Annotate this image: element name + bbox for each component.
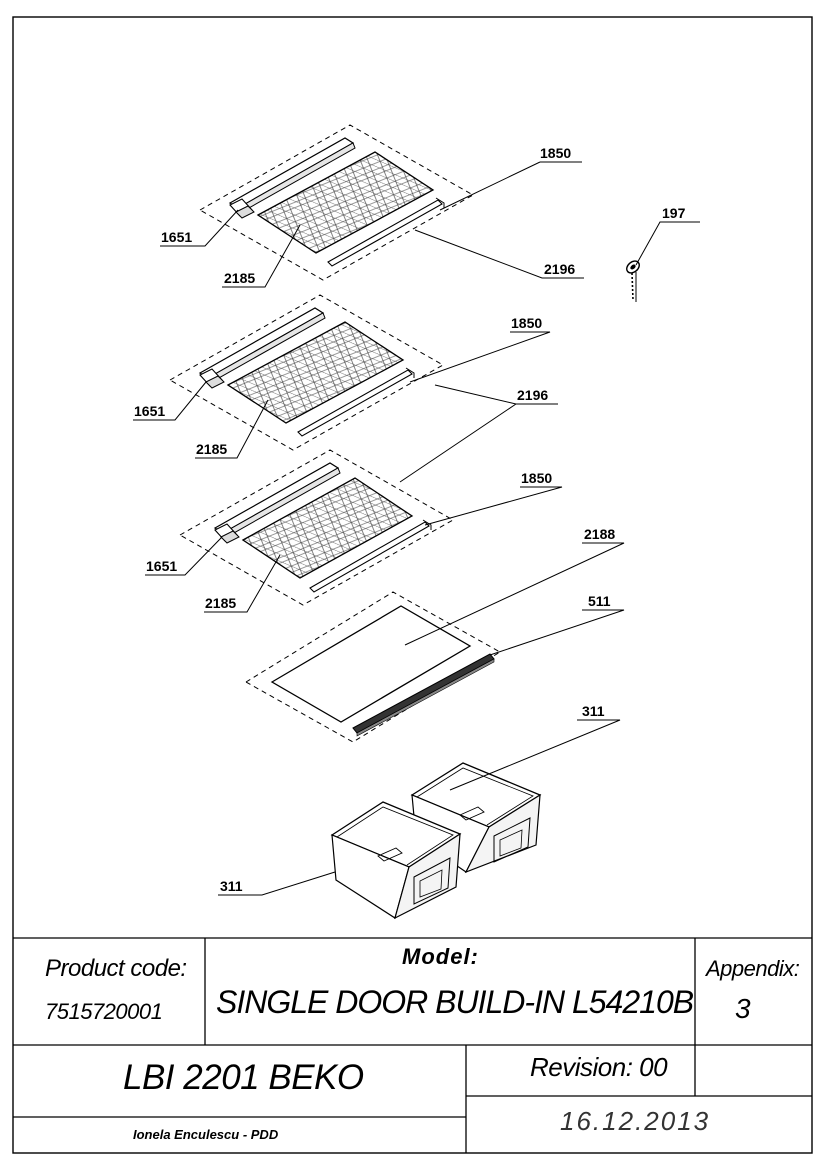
product-code-label: Product code: [45,955,187,982]
shelf-assembly-1 [198,124,475,281]
appendix-label: Appendix: [706,956,800,981]
callout-2185-b: 2185 [196,441,227,457]
callout-2185-c: 2185 [205,595,236,611]
callout-1850-c: 1850 [521,470,552,486]
leader-lines [133,161,700,896]
callout-1850-a: 1850 [540,145,571,161]
callout-311-b: 311 [220,878,243,894]
callout-1651-c: 1651 [146,558,177,574]
callout-2196-b: 2196 [517,387,548,403]
callout-2185-a: 2185 [224,270,255,286]
crisper-drawer-left [330,801,462,920]
model-label: Model: [402,944,479,969]
product-name: LBI 2201 BEKO [123,1058,364,1097]
key-part [626,260,640,302]
callout-2196-a: 2196 [544,261,575,277]
callout-511: 511 [588,593,611,609]
shelf-assembly-2 [168,294,445,451]
revision: Revision: 00 [530,1052,668,1082]
author: Ionela Enculescu - PDD [133,1127,279,1142]
callout-1651-a: 1651 [161,229,192,245]
model-name: SINGLE DOOR BUILD-IN L54210B [216,984,694,1020]
shelf-assembly-3 [178,449,455,606]
product-code-value: 7515720001 [45,999,163,1024]
callout-197: 197 [662,205,686,221]
appendix-number: 3 [735,993,751,1024]
callout-1850-b: 1850 [511,315,542,331]
crisper-cover-assembly [245,591,501,743]
title-block-grid [13,937,812,1153]
callout-311-a: 311 [582,703,605,719]
callout-2188: 2188 [584,526,615,542]
callout-labels: 1850 1651 2185 2196 197 1850 1651 2185 2… [134,145,686,894]
callout-1651-b: 1651 [134,403,165,419]
sheet-border [12,16,813,1154]
drawing-date: 16.12.2013 [560,1106,711,1136]
